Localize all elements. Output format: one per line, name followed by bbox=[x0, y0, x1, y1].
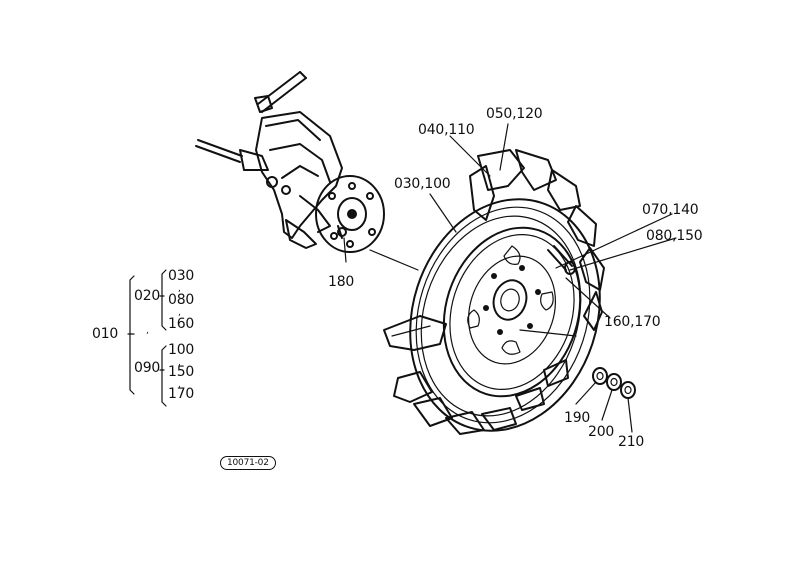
callout-190: 190 bbox=[564, 410, 591, 426]
callout-160-170: 160,170 bbox=[604, 314, 661, 330]
bom-root-010: 010 bbox=[92, 326, 119, 342]
callout-070-140: 070,140 bbox=[642, 202, 699, 218]
bom-brackets bbox=[127, 269, 167, 407]
callout-050-120: 050,120 bbox=[486, 106, 543, 122]
bom-item-160: 160 bbox=[168, 316, 195, 332]
bom-item-030: 030 bbox=[168, 268, 195, 284]
drawing-reference: 10071-02 bbox=[220, 456, 276, 470]
bom-item-080: 080 bbox=[168, 292, 195, 308]
bom-separator: , bbox=[178, 380, 181, 390]
callout-210: 210 bbox=[618, 434, 645, 450]
bom-item-170: 170 bbox=[168, 386, 195, 402]
bom-group-020: 020 bbox=[134, 288, 161, 304]
callout-200: 200 bbox=[588, 424, 615, 440]
wheel bbox=[383, 149, 605, 435]
bom-separator: , bbox=[178, 358, 181, 368]
axle-housing bbox=[195, 71, 385, 253]
bom-separator: , bbox=[178, 284, 181, 294]
callout-180: 180 bbox=[328, 274, 355, 290]
bom-separator: , bbox=[146, 326, 149, 336]
leader-lines bbox=[343, 123, 677, 433]
callout-030-100: 030,100 bbox=[394, 176, 451, 192]
callout-040-110: 040,110 bbox=[418, 122, 475, 138]
callout-080-150: 080,150 bbox=[646, 228, 703, 244]
nut-210 bbox=[620, 381, 636, 399]
bom-item-100: 100 bbox=[168, 342, 195, 358]
washer-200 bbox=[606, 373, 622, 391]
bom-group-090: 090 bbox=[134, 360, 161, 376]
nut-190 bbox=[592, 367, 608, 385]
bom-separator: , bbox=[178, 308, 181, 318]
bom-item-150: 150 bbox=[168, 364, 195, 380]
